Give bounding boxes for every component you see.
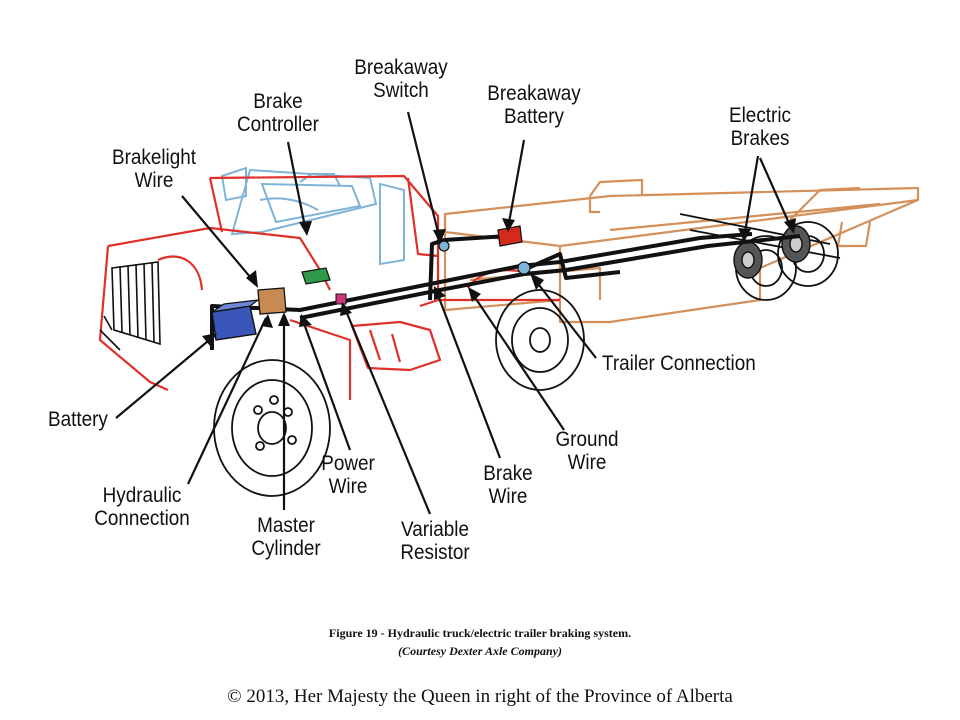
label-line: Breakaway <box>487 82 581 105</box>
label-battery: Battery <box>48 408 108 431</box>
rear-wheel <box>495 289 585 391</box>
label-line: Wire <box>134 169 174 192</box>
cab-glass <box>220 166 405 266</box>
label-line: Battery <box>48 408 108 431</box>
figure-caption: Figure 19 - Hydraulic truck/electric tra… <box>328 626 632 640</box>
breakaway-switch-unit <box>438 240 450 252</box>
label-line: Wire <box>488 485 528 508</box>
label-brake-controller: Brake Controller <box>231 90 325 136</box>
copyright-notice: © 2013, Her Majesty the Queen in right o… <box>227 686 733 707</box>
label-line: Master <box>257 514 315 537</box>
label-line: Cylinder <box>251 537 321 560</box>
label-line: Hydraulic <box>102 484 182 507</box>
label-line: Brake <box>483 462 533 485</box>
label-breakaway-battery: Breakaway Battery <box>484 82 585 128</box>
label-line: Battery <box>504 105 564 128</box>
label-brake-wire: Brake Wire <box>470 462 546 508</box>
label-line: Electric <box>729 104 791 127</box>
label-line: Switch <box>373 79 429 102</box>
label-line: Brake <box>253 90 303 113</box>
label-line: Brakes <box>730 127 790 150</box>
truck-battery <box>211 299 261 341</box>
grille <box>99 261 161 351</box>
label-power-wire: Power Wire <box>310 452 386 498</box>
label-line: Connection <box>94 507 190 530</box>
label-line: Controller <box>237 113 319 136</box>
master-cylinder <box>257 287 287 315</box>
label-electric-brakes: Electric Brakes <box>715 104 805 150</box>
wiring-harness <box>210 232 801 350</box>
label-line: Power <box>321 452 375 475</box>
label-line: Wire <box>567 451 607 474</box>
label-line: Trailer Connection <box>602 352 756 375</box>
breakaway-battery-unit <box>497 225 523 247</box>
label-breakaway-switch: Breakaway Switch <box>352 56 451 102</box>
brake-controller-unit <box>301 267 331 285</box>
label-ground-wire: Ground Wire <box>547 428 628 474</box>
label-line: Wire <box>328 475 368 498</box>
label-trailer-connection: Trailer Connection <box>602 352 756 375</box>
electric-brake-hubs <box>733 225 811 279</box>
figure-credit: (Courtesy Dexter Axle Company) <box>398 644 562 658</box>
label-master-cylinder: Master Cylinder <box>241 514 331 560</box>
trailer-connector <box>517 261 531 275</box>
label-line: Brakelight <box>111 146 197 169</box>
leader-arrowheads <box>202 218 796 346</box>
label-brakelight-wire: Brakelight Wire <box>105 146 202 192</box>
label-line: Resistor <box>400 541 470 564</box>
label-line: Variable <box>401 518 469 541</box>
label-line: Ground <box>555 428 619 451</box>
label-hydraulic-connection: Hydraulic Connection <box>90 484 194 530</box>
label-line: Breakaway <box>354 56 448 79</box>
variable-resistor-unit <box>335 293 347 305</box>
leader-lines <box>115 111 794 515</box>
label-variable-resistor: Variable Resistor <box>389 518 481 564</box>
